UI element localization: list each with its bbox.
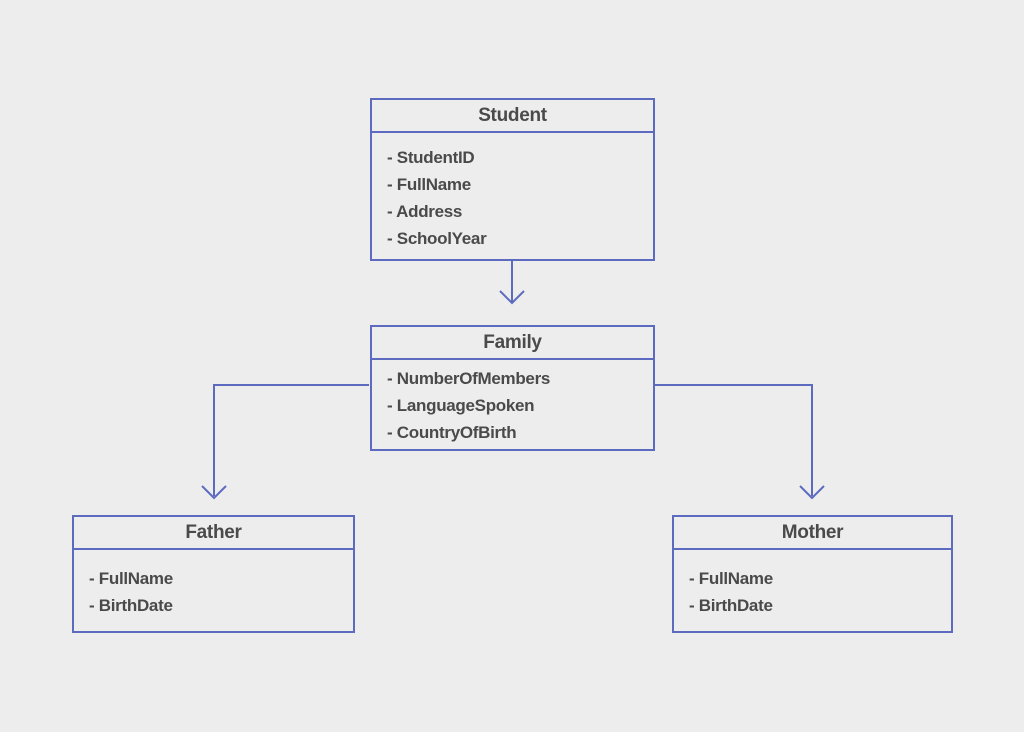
attribute: - FullName xyxy=(387,175,471,194)
attribute: - StudentID xyxy=(387,148,475,167)
entity-student-attributes: - StudentID - FullName - Address - Schoo… xyxy=(372,133,653,252)
entity-mother-attributes: - FullName - BirthDate xyxy=(674,550,951,619)
connector-student-family xyxy=(499,261,525,305)
attribute: - BirthDate xyxy=(89,596,173,615)
attribute: - FullName xyxy=(89,569,173,588)
attribute: - BirthDate xyxy=(689,596,773,615)
arrowhead-down-icon xyxy=(201,485,227,500)
attribute: - CountryOfBirth xyxy=(387,423,517,442)
attribute: - SchoolYear xyxy=(387,229,487,248)
connector-family-father xyxy=(201,384,369,500)
entity-family-title: Family xyxy=(372,327,653,360)
connector-line xyxy=(655,384,813,496)
entity-family-attributes: - NumberOfMembers - LanguageSpoken - Cou… xyxy=(372,360,653,446)
entity-mother: Mother - FullName - BirthDate xyxy=(672,515,953,633)
attribute: - FullName xyxy=(689,569,773,588)
entity-student-title: Student xyxy=(372,100,653,133)
entity-father-title: Father xyxy=(74,517,353,550)
attribute: - NumberOfMembers xyxy=(387,369,551,388)
arrowhead-down-icon xyxy=(799,485,825,500)
connector-family-mother xyxy=(655,384,825,500)
attribute: - Address xyxy=(387,202,463,221)
connector-line xyxy=(213,384,369,496)
entity-family: Family - NumberOfMembers - LanguageSpoke… xyxy=(370,325,655,451)
entity-father: Father - FullName - BirthDate xyxy=(72,515,355,633)
entity-mother-title: Mother xyxy=(674,517,951,550)
arrowhead-down-icon xyxy=(499,290,525,305)
attribute: - LanguageSpoken xyxy=(387,396,535,415)
entity-student: Student - StudentID - FullName - Address… xyxy=(370,98,655,261)
entity-father-attributes: - FullName - BirthDate xyxy=(74,550,353,619)
